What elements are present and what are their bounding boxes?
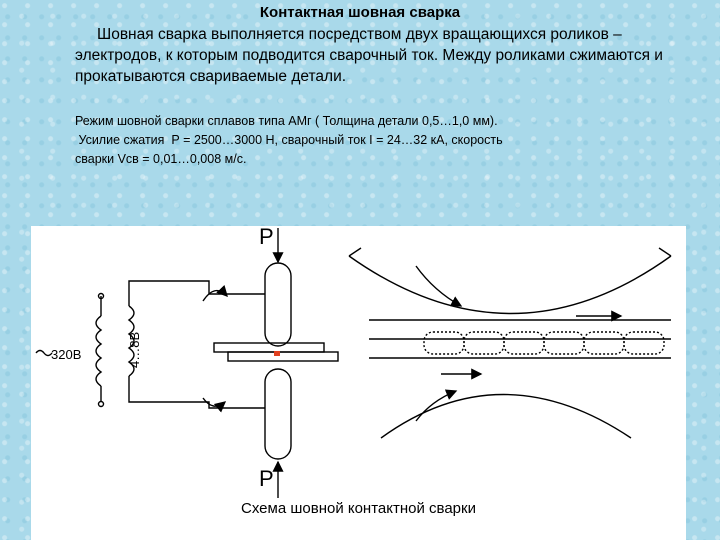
figure-caption: Схема шовной контактной сварки xyxy=(241,500,476,517)
top-roller xyxy=(348,255,672,315)
ac-symbol xyxy=(35,349,53,357)
bottom-roller xyxy=(380,393,632,439)
wire-top xyxy=(128,280,265,306)
mode-line-3: сварки Vсв = 0,01…0,008 м/с. xyxy=(75,152,247,166)
weld-seam xyxy=(423,331,665,355)
mode-line-1: Режим шовной сварки сплавов типа АМг ( Т… xyxy=(75,114,498,128)
label-secondary-voltage: 4…8В xyxy=(127,332,142,368)
label-force-bottom: P xyxy=(259,466,274,491)
diagram-svg: P P 320В 4…8В xyxy=(35,226,672,498)
terminal-bottom xyxy=(97,400,105,408)
slide-title: Контактная шовная сварка xyxy=(259,4,461,21)
workpiece-lower xyxy=(227,351,339,362)
intro-paragraph: Шовная сварка выполняется посредством дв… xyxy=(75,26,663,85)
welding-mode-text: Режим шовной сварки сплавов типа АМг ( Т… xyxy=(75,112,655,169)
secondary-coil xyxy=(127,305,135,377)
terminal-top xyxy=(97,292,105,300)
seam-welding-diagram: P P 320В 4…8В Схема шовной контактной св… xyxy=(31,226,686,540)
mode-line-2: Усилие сжатия Р = 2500…3000 Н, сварочный… xyxy=(75,133,503,147)
top-electrode xyxy=(264,262,292,347)
label-force-top: P xyxy=(259,226,274,249)
bottom-electrode xyxy=(264,368,292,460)
weld-spot xyxy=(274,351,280,356)
workpiece-upper xyxy=(213,342,325,353)
wire-bottom xyxy=(128,376,265,409)
label-primary-voltage: 320В xyxy=(51,347,81,362)
primary-coil xyxy=(95,315,103,387)
